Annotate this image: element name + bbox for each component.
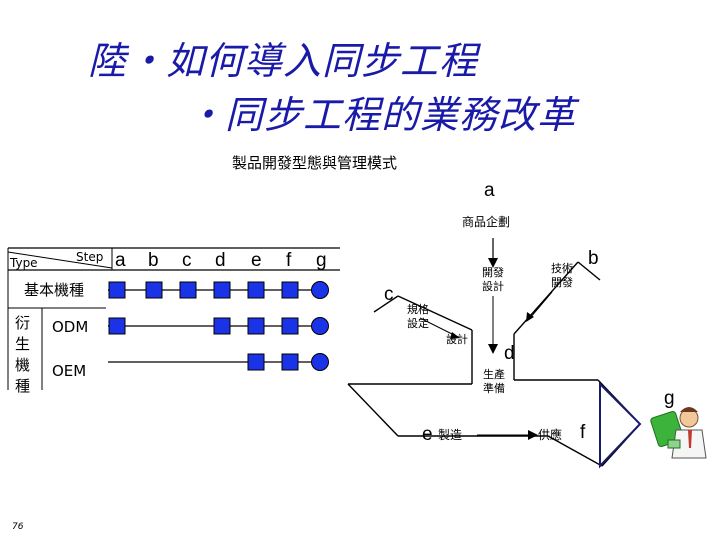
- manufacturing-label: 製造: [438, 428, 462, 443]
- oem-node-e: [248, 354, 264, 370]
- row-derived-model: 衍生機種: [15, 313, 31, 397]
- row-oem: OEM: [52, 362, 86, 381]
- column-e: e: [251, 250, 262, 272]
- column-f: f: [286, 250, 291, 272]
- design-label: 設計: [446, 333, 468, 347]
- row-basic-model: 基本機種: [24, 281, 84, 300]
- flow-letter-g: g: [664, 388, 675, 410]
- oem-node-g: [312, 354, 329, 371]
- basic-node-b: [146, 282, 162, 298]
- row-odm: ODM: [52, 318, 88, 337]
- design-dev-label: 開發設計: [480, 266, 506, 294]
- column-a: a: [115, 250, 126, 272]
- flow-letter-d: d: [504, 343, 515, 365]
- column-c: c: [182, 250, 192, 272]
- design-arrowhead: [488, 344, 498, 354]
- planning-label: 商品企劃: [462, 215, 510, 230]
- flow-letter-c: c: [384, 284, 394, 306]
- production-prep-label: 生產準備: [481, 368, 507, 396]
- manufacture-arrowhead: [528, 430, 538, 440]
- basic-node-f: [282, 282, 298, 298]
- tech-dev-label: 技術開發: [550, 262, 574, 290]
- oem-node-f: [282, 354, 298, 370]
- basic-node-c: [180, 282, 196, 298]
- basic-node-e: [248, 282, 264, 298]
- odm-node-f: [282, 318, 298, 334]
- basic-node-g: [312, 282, 329, 299]
- basic-node-d: [214, 282, 230, 298]
- basic-node-a: [109, 282, 125, 298]
- flow-letter-b: b: [588, 248, 599, 270]
- spec-setting-label: 規格設定: [406, 303, 430, 331]
- flow-letter-f: f: [580, 422, 585, 444]
- odm-node-a: [109, 318, 125, 334]
- flow-output-arrow: [600, 384, 640, 466]
- type-header: Type: [10, 256, 38, 271]
- column-b: b: [148, 250, 159, 272]
- flow-letter-e: e: [422, 424, 433, 446]
- column-g: g: [316, 250, 327, 272]
- odm-node-d: [214, 318, 230, 334]
- customer-illustration: [650, 407, 706, 458]
- odm-node-g: [312, 318, 329, 335]
- column-d: d: [215, 250, 226, 272]
- supply-label: 供應: [538, 428, 562, 443]
- page-number: 76: [12, 522, 23, 532]
- flow-letter-a: a: [484, 180, 495, 202]
- tech-arrow: [530, 292, 552, 318]
- step-header: Step: [76, 250, 103, 265]
- odm-node-e: [248, 318, 264, 334]
